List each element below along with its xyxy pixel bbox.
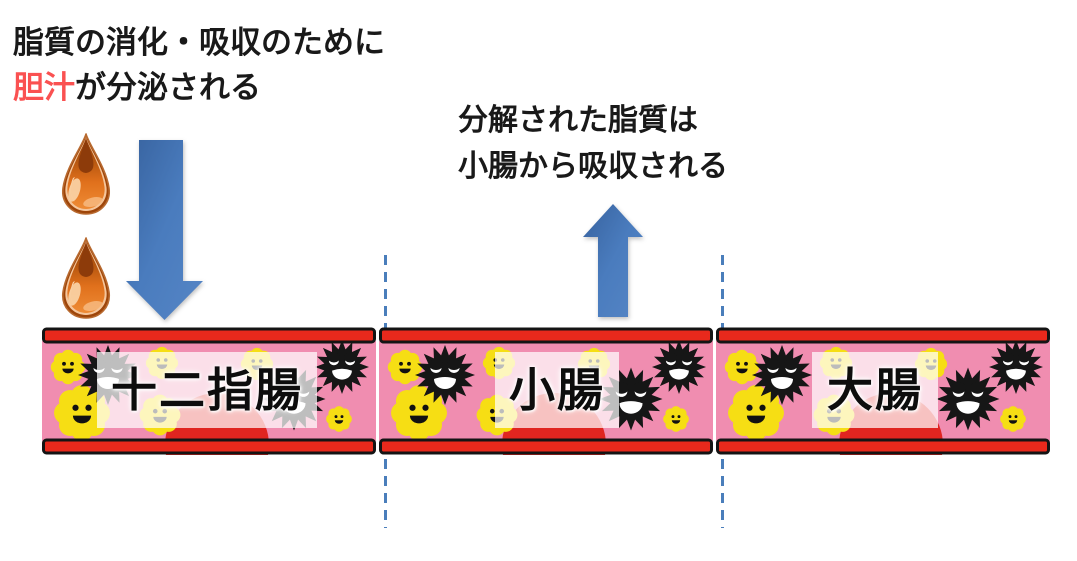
bile-drop-icon — [62, 133, 110, 215]
section-label-small-intestine: 小腸 — [495, 352, 619, 428]
absorption-annotation: 分解された脂質は 小腸から吸収される — [458, 98, 728, 190]
section-label-duodenum: 十二指腸 — [97, 352, 317, 428]
absorption-annotation-line1: 分解された脂質は — [458, 104, 698, 137]
bile-emphasis-text: 胆汁 — [13, 70, 75, 105]
bile-annotation-line2: 胆汁が分泌される — [13, 65, 385, 110]
bile-annotation-suffix: が分泌される — [75, 70, 261, 105]
down-arrow-icon — [126, 140, 203, 320]
up-arrow-icon — [583, 204, 643, 317]
bile-annotation-line1: 脂質の消化・吸収のために — [13, 20, 385, 65]
section-label-large-intestine: 大腸 — [812, 352, 938, 428]
bile-annotation: 脂質の消化・吸収のために 胆汁が分泌される — [13, 20, 385, 110]
bile-annotation-prefix: 脂質の消化・吸収のために — [13, 25, 385, 60]
bile-drop-icon — [61, 237, 111, 319]
absorption-annotation-line2: 小腸から吸収される — [458, 150, 728, 183]
